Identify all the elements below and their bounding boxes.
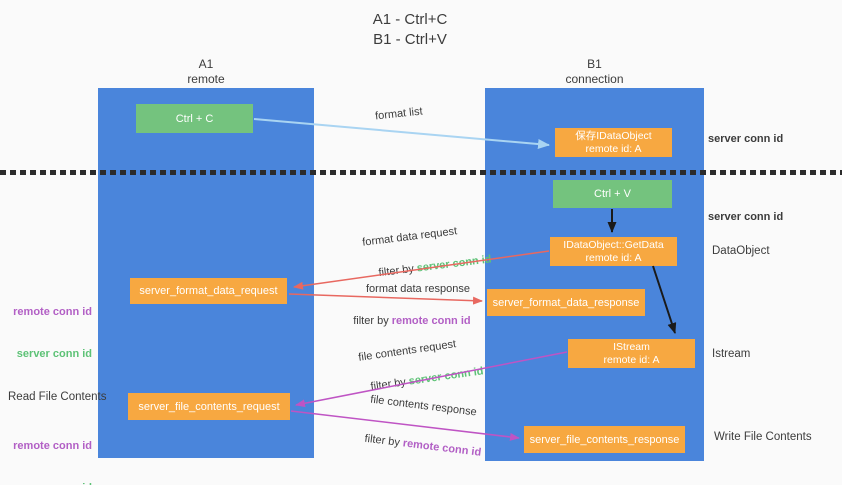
server-conn-id-label: server conn id [0,481,92,485]
left-conn-id-labels-file: remote conn id server conn id [0,411,92,485]
title-line-a1: A1 - Ctrl+C [372,11,448,28]
istream-box: IStream remote id: A [568,339,695,368]
save-idataobject-line2: remote id: A [585,142,642,155]
filter-by-text: filter by [363,432,404,450]
server-conn-id-label-top: server conn id [708,133,784,145]
server-file-contents-response-label: server_file_contents_response [529,433,680,446]
remote-conn-id-text: remote conn id [391,315,471,327]
filter-by-text: filter by [369,375,410,394]
diagram-title: A1 - Ctrl+C B1 - Ctrl+V [300,10,520,50]
idataobject-getdata-line2: remote id: A [585,251,642,264]
idataobject-getdata-box: IDataObject::GetData remote id: A [550,237,677,266]
filter-by-text: filter by [353,315,392,327]
server-format-data-response-box: server_format_data_response [487,289,645,316]
server-conn-id-text: server conn id [416,253,493,275]
dataobject-label: DataObject [712,245,770,257]
server-conn-id-label-mid: server conn id [708,211,784,223]
remote-conn-id-label: remote conn id [13,306,92,318]
server-conn-id-text: server conn id [408,365,485,388]
save-idataobject-box: 保存IDataObject remote id: A [555,128,672,157]
lane-header-b1: B1 connection [485,57,704,87]
save-idataobject-line1: 保存IDataObject [575,129,652,142]
format-data-response-label: format data response [366,283,470,295]
server-format-data-request-label: server_format_data_request [139,285,278,297]
istream-side-label: Istream [712,348,751,360]
format-request-to-response-arrow [288,293,483,305]
lane-b1-name: B1 [587,57,602,71]
machine-boundary-dotted-line [0,170,842,175]
format-data-request-label: format data request [361,225,458,249]
server-format-data-request-box: server_format_data_request [130,278,287,304]
istream-line1: IStream [613,340,650,353]
lane-b1-subtitle: connection [565,72,624,86]
title-line-b1: B1 - Ctrl+V [373,31,447,48]
lane-a1-name: A1 [198,57,214,71]
ctrl-v-label: Ctrl + V [594,188,631,200]
server-file-contents-request-label: server_file_contents_request [138,400,280,413]
server-format-data-response-label: server_format_data_response [492,296,640,309]
read-file-contents-label: Read File Contents [8,391,107,403]
format-data-response-filter-label: filter by remote conn id [341,303,471,339]
ctrl-c-label: Ctrl + C [175,112,214,125]
remote-conn-id-label: remote conn id [13,440,92,452]
idataobject-getdata-line1: IDataObject::GetData [563,238,664,251]
server-conn-id-label: server conn id [16,348,92,360]
lane-header-a1: A1 remote [98,57,314,87]
server-file-contents-request-box: server_file_contents_request [128,393,290,420]
lane-a1-subtitle: remote [187,72,225,86]
remote-conn-id-text: remote conn id [402,437,482,459]
server-file-contents-response-box: server_file_contents_response [524,426,685,453]
write-file-contents-label: Write File Contents [714,431,812,443]
format-list-label: format list [374,105,424,123]
istream-line2: remote id: A [603,353,660,366]
file-contents-response-filter-label: filter by remote conn id [350,419,483,471]
left-conn-id-labels-format: remote conn id server conn id [0,277,92,389]
filter-by-text: filter by [377,262,418,280]
ctrl-v-box: Ctrl + V [553,180,672,208]
ctrl-c-box: Ctrl + C [136,104,253,133]
